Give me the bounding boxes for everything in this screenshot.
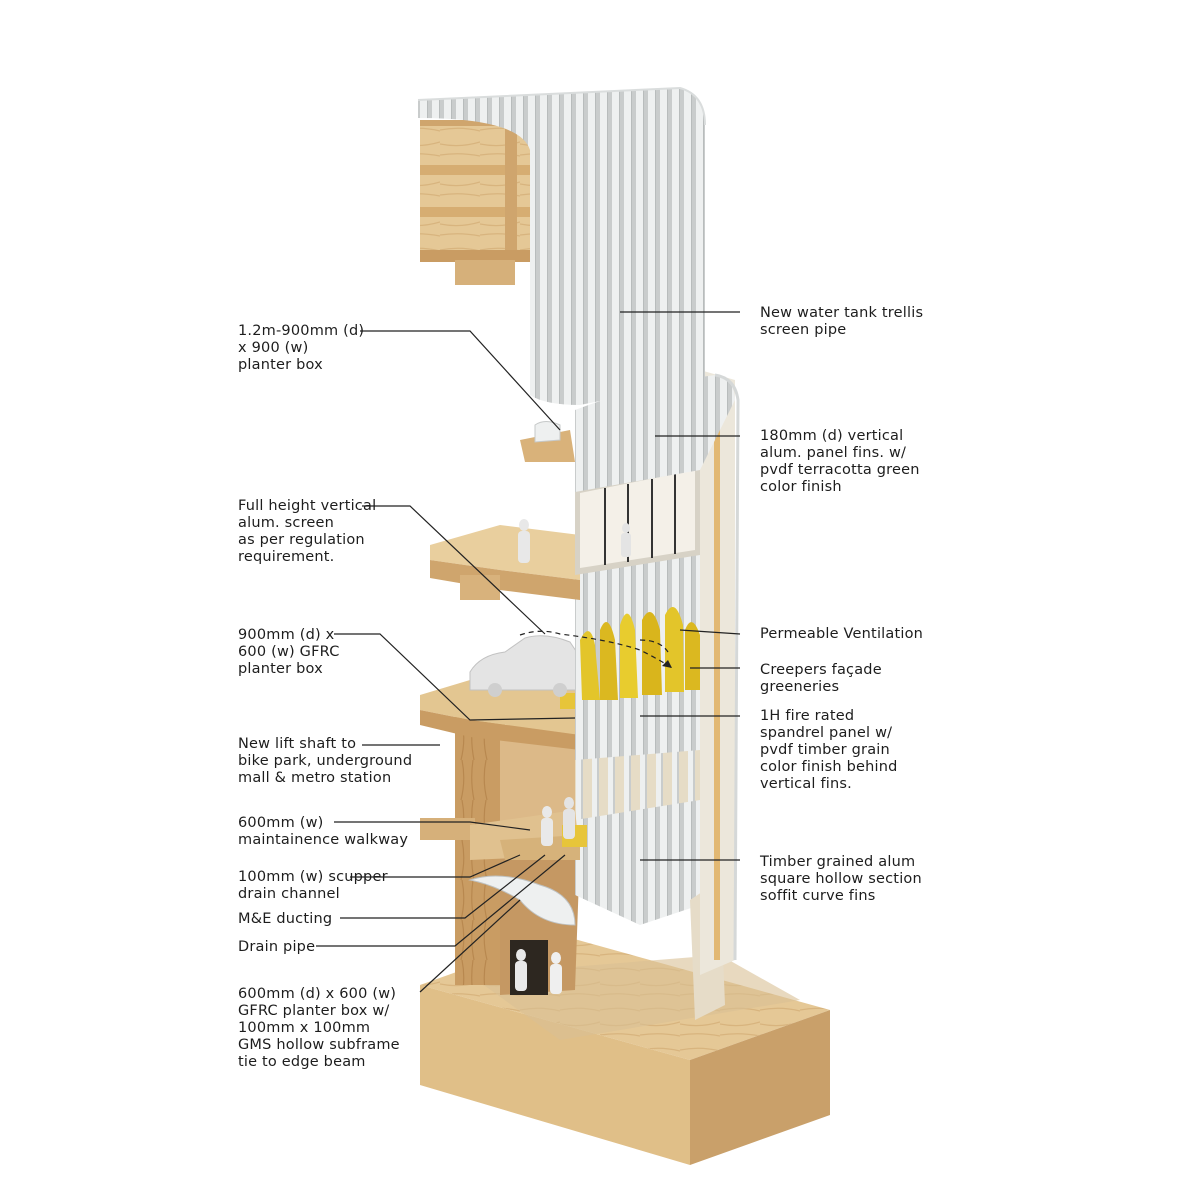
label-gfrc-planter-subframe: 600mm (d) x 600 (w) GFRC planter box w/ … [238,986,400,1070]
upper-fin-band [575,373,740,961]
label-vertical-screen: Full height vertical alum. screen as per… [238,498,377,565]
label-vertical-fins: 180mm (d) vertical alum. panel fins. w/ … [760,428,920,495]
label-lift-shaft: New lift shaft to bike park, underground… [238,736,413,786]
label-scupper-drain: 100mm (w) scupper drain channel [238,869,388,902]
upper-cantilever-floor [430,519,580,600]
label-spandrel-panel: 1H fire rated spandrel panel w/ pvdf tim… [760,708,898,792]
water-tank-block [417,86,706,405]
leader-lines [316,311,741,993]
creepers-greenery [580,607,700,700]
car-model [469,635,583,697]
label-gfrc-planter-box: 900mm (d) x 600 (w) GFRC planter box [238,627,340,677]
planter-box-upper [520,421,575,462]
label-planter-box-top: 1.2m-900mm (d) x 900 (w) planter box [238,323,365,373]
right-pilotis-column [690,370,735,1020]
label-maintenance-walkway: 600mm (w) maintainence walkway [238,815,409,848]
label-soffit-fins: Timber grained alum square hollow sectio… [760,854,922,904]
maintenance-walkway-floor [470,797,587,860]
label-drain-pipe: Drain pipe [238,939,316,955]
label-water-tank-trellis: New water tank trellis screen pipe [760,305,924,338]
figure-people-ground [515,949,562,994]
glazed-window-band [575,465,700,575]
label-permeable-ventilation: Permeable Ventilation [760,626,924,642]
label-me-ducting: M&E ducting [238,911,333,927]
label-creepers-greeneries: Creepers façade greeneries [760,662,882,695]
vertical-alum-fin-screen [575,545,700,760]
